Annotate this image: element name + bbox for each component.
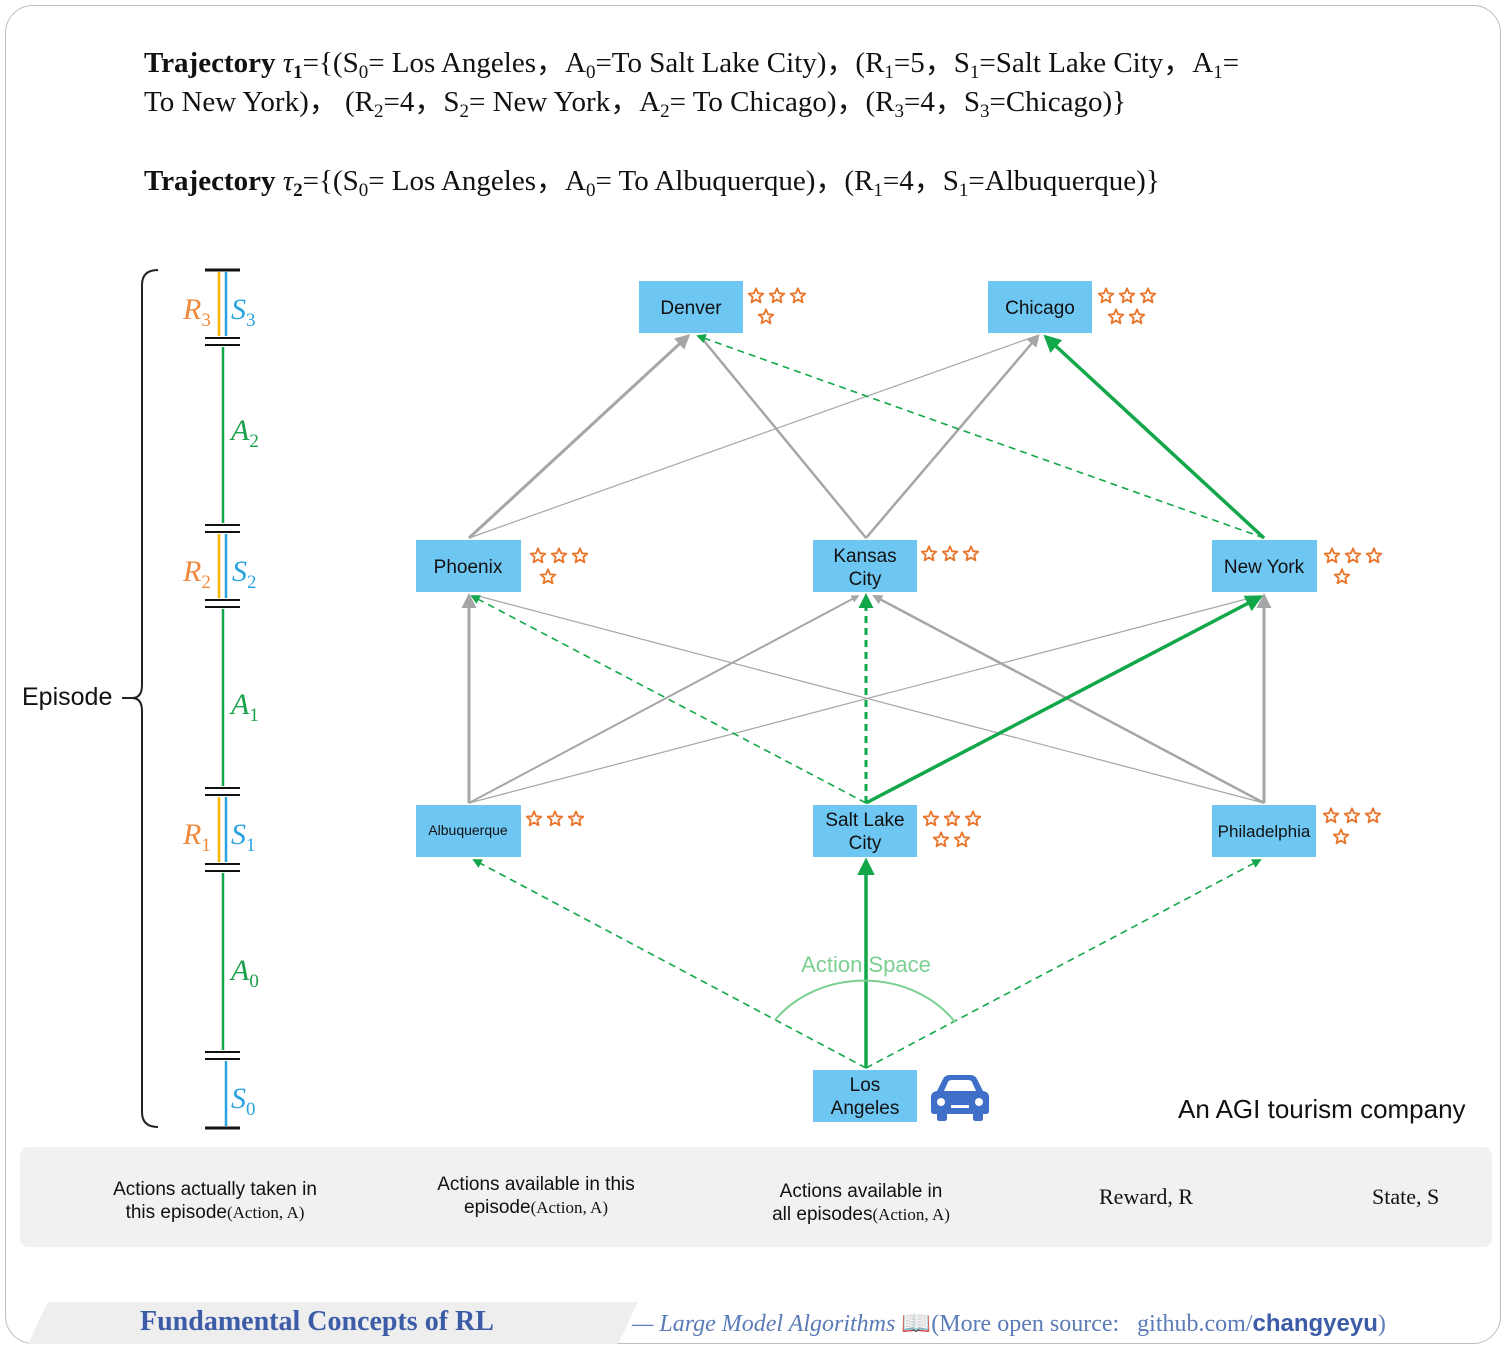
footer-tab — [28, 1302, 638, 1344]
reward-kansas-city — [920, 545, 980, 562]
state-philadelphia[interactable]: Philadelphia — [1212, 805, 1316, 857]
legend-all-text: Actions available in all episodes(Action… — [772, 1181, 950, 1225]
star-outline-icon — [789, 287, 807, 304]
trajectory-2-line: Trajectory τ2={(S0= Los Angeles，A0= To A… — [144, 165, 1160, 201]
reward-denver — [747, 287, 807, 325]
state-los-angeles-label-2: Angeles — [831, 1098, 900, 1119]
outer-frame — [5, 5, 1501, 1344]
star-outline-icon — [1107, 308, 1125, 325]
star-outline-icon — [1332, 828, 1350, 845]
star-outline-icon — [1323, 547, 1341, 564]
action-space-label: Action Space — [801, 952, 931, 977]
edges-available-this-episode — [470, 334, 1265, 1069]
reward-chicago — [1097, 287, 1157, 325]
footer-link[interactable]: github.com/changyeyu — [1137, 1310, 1378, 1337]
state-phoenix-label: Phoenix — [434, 557, 503, 578]
legend-panel — [20, 1147, 1492, 1247]
star-outline-icon — [920, 545, 938, 562]
star-outline-icon — [1364, 807, 1382, 824]
action-space-arc — [774, 979, 956, 1023]
star-outline-icon — [1344, 547, 1362, 564]
episode-timeline — [122, 268, 240, 1130]
label-s3: S3 — [231, 293, 256, 331]
star-outline-icon — [550, 547, 568, 564]
star-outline-icon — [567, 810, 585, 827]
reward-albuquerque — [525, 810, 585, 827]
state-los-angeles[interactable]: Los Angeles — [813, 1070, 917, 1122]
state-philadelphia-label: Philadelphia — [1218, 822, 1311, 841]
trajectory-1-line-1: Trajectory τ1={(S0= Los Angeles，A0=To Sa… — [144, 47, 1240, 83]
legend-taken-text: Actions actually taken in this episode(A… — [113, 1179, 317, 1223]
edges-all-episodes — [461, 333, 1272, 805]
star-outline-icon — [529, 547, 547, 564]
state-kansas-city-label-2: City — [849, 569, 882, 590]
state-albuquerque-label: Albuquerque — [428, 822, 508, 838]
star-outline-icon — [1097, 287, 1115, 304]
label-s1: S1 — [231, 818, 256, 856]
star-outline-icon — [1128, 308, 1146, 325]
episode-label: Episode — [22, 683, 113, 711]
label-a0: A0 — [231, 954, 259, 992]
footer-subtitle: — Large Model Algorithms 📖(More open sou… — [632, 1310, 1386, 1337]
company-label: An AGI tourism company — [1178, 1094, 1466, 1124]
state-los-angeles-label-1: Los — [850, 1075, 881, 1096]
star-outline-icon — [1365, 547, 1383, 564]
star-outline-icon — [768, 287, 786, 304]
footer-title: Fundamental Concepts of RL — [140, 1306, 494, 1337]
star-outline-icon — [539, 568, 557, 585]
trajectory-1-line-2: To New York)， (R2=4，S2= New York，A2= To … — [144, 86, 1127, 122]
star-outline-icon — [964, 810, 982, 827]
state-chicago-label: Chicago — [1005, 298, 1075, 319]
star-outline-icon — [1118, 287, 1136, 304]
reward-phoenix — [529, 547, 589, 585]
label-s2: S2 — [232, 555, 257, 593]
star-outline-icon — [747, 287, 765, 304]
label-a1: A1 — [231, 688, 259, 726]
state-denver[interactable]: Denver — [639, 281, 743, 333]
legend-state-text: State, S — [1372, 1184, 1440, 1209]
state-salt-lake-city[interactable]: Salt Lake City — [813, 805, 917, 857]
edges-taken-this-episode — [857, 334, 1266, 1068]
state-new-york-label: New York — [1224, 557, 1305, 578]
reward-philadelphia — [1322, 807, 1382, 845]
star-outline-icon — [1343, 807, 1361, 824]
star-outline-icon — [525, 810, 543, 827]
car-icon — [931, 1075, 989, 1121]
state-salt-lake-city-label-2: City — [849, 833, 882, 854]
star-outline-icon — [932, 831, 950, 848]
legend-reward-text: Reward, R — [1099, 1184, 1194, 1209]
label-r2: R2 — [183, 555, 211, 593]
star-outline-icon — [757, 308, 775, 325]
label-a2: A2 — [231, 414, 259, 452]
state-new-york[interactable]: New York — [1212, 540, 1317, 592]
reward-salt-lake-city — [922, 810, 982, 848]
state-denver-label: Denver — [660, 298, 722, 319]
legend-available-text: Actions available in this episode(Action… — [437, 1174, 635, 1218]
star-outline-icon — [922, 810, 940, 827]
star-outline-icon — [1333, 568, 1351, 585]
state-albuquerque[interactable]: Albuquerque — [416, 805, 521, 857]
state-kansas-city[interactable]: Kansas City — [813, 540, 917, 592]
star-outline-icon — [953, 831, 971, 848]
label-r3: R3 — [183, 293, 211, 331]
reward-new-york — [1323, 547, 1383, 585]
star-outline-icon — [943, 810, 961, 827]
book-icon: 📖 — [901, 1311, 932, 1337]
star-outline-icon — [962, 545, 980, 562]
star-outline-icon — [546, 810, 564, 827]
star-outline-icon — [1322, 807, 1340, 824]
state-salt-lake-city-label-1: Salt Lake — [825, 810, 904, 831]
state-chicago[interactable]: Chicago — [988, 281, 1092, 333]
state-phoenix[interactable]: Phoenix — [416, 540, 521, 592]
label-r1: R1 — [183, 818, 211, 856]
star-outline-icon — [1139, 287, 1157, 304]
star-outline-icon — [571, 547, 589, 564]
star-outline-icon — [941, 545, 959, 562]
label-s0: S0 — [231, 1082, 256, 1120]
state-kansas-city-label-1: Kansas — [833, 546, 896, 567]
